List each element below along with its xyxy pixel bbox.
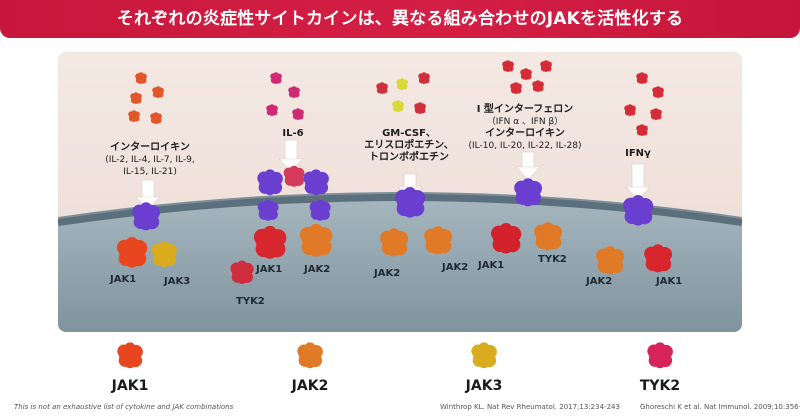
cytokine-particle — [392, 100, 404, 112]
receptor — [257, 169, 283, 196]
cytokine-label-interleukin: インターロイキン (IL-2, IL-4, IL-7, IL-9, IL-15,… — [105, 142, 195, 177]
jak1-protein — [117, 237, 148, 268]
cytokine-particle — [532, 80, 544, 92]
cell-interior — [58, 197, 742, 332]
jak-label: JAK1 — [478, 260, 505, 271]
receptor — [303, 169, 329, 196]
cytokine-particle — [266, 104, 278, 116]
jak2-protein — [380, 228, 409, 257]
cytokine-label-gmcsf: GM-CSF、 エリスロポエチン、 トロンボポエチン — [364, 128, 454, 163]
cytokine-particle — [540, 60, 552, 72]
down-arrow — [625, 163, 651, 201]
jak1-protein — [253, 225, 287, 259]
receptor — [132, 202, 161, 231]
cytokine-particle — [152, 86, 164, 98]
cytokine-particle — [502, 60, 514, 72]
cytokine-particle — [636, 72, 648, 84]
cytokine-particle — [624, 104, 636, 116]
down-arrow — [278, 139, 304, 173]
jak-label: JAK3 — [164, 276, 191, 287]
legend-jak3-icon — [471, 342, 497, 369]
jak2-protein — [299, 223, 333, 257]
receptor — [514, 178, 543, 207]
cytokine-particle — [270, 72, 282, 84]
jak2-protein — [596, 246, 625, 275]
jak1-protein — [644, 244, 673, 273]
legend-tyk2: TYK2 — [639, 378, 681, 394]
disclaimer: This is not an exhaustive list of cytoki… — [14, 403, 234, 411]
cytokine-particle — [288, 86, 300, 98]
jak-label: JAK2 — [586, 276, 613, 287]
jak-label: JAK1 — [110, 274, 137, 285]
receptor — [257, 199, 279, 221]
reference-2: Ghoreschi K et al. Nat Immunol. 2009;10:… — [640, 403, 800, 411]
receptor — [395, 187, 426, 218]
legend-jak2: JAK2 — [291, 378, 329, 394]
legend-tyk2-icon — [647, 342, 673, 369]
jak-label: JAK1 — [656, 276, 683, 287]
jak-label: JAK2 — [374, 268, 401, 279]
reference-1: Winthrop KL. Nat Rev Rheumatol. 2017;13:… — [440, 403, 620, 411]
cytokine-label-interferon: I 型インターフェロン （IFN α 、IFN β） インターロイキン (IL-… — [468, 104, 582, 151]
legend-icons — [117, 342, 673, 369]
cytokine-particle — [636, 124, 648, 136]
cytokine-particle — [128, 110, 140, 122]
cytokine-particle — [396, 78, 408, 90]
jak1-protein — [491, 223, 522, 254]
receptor — [309, 199, 331, 221]
page-title: それぞれの炎症性サイトカインは、異なる組み合わせのJAKを活性化する — [116, 9, 684, 29]
cytokine-particle — [520, 68, 532, 80]
tyk2-protein — [230, 260, 254, 284]
cytokine-particle — [150, 112, 162, 124]
cytokine-label-ifng: IFNγ — [625, 148, 651, 159]
jak-label: JAK2 — [442, 262, 469, 273]
cytokine-particle — [292, 108, 304, 120]
down-arrow — [515, 151, 541, 181]
cytokine-label-il6: IL-6 — [282, 128, 304, 139]
title-banner: それぞれの炎症性サイトカインは、異なる組み合わせのJAKを活性化する — [0, 0, 800, 38]
legend-jak1-icon — [117, 342, 143, 369]
jak-label: TYK2 — [538, 254, 567, 265]
cytokine-particle — [650, 108, 662, 120]
cytokine-particle — [418, 72, 430, 84]
tyk2-protein — [534, 222, 563, 251]
receptor — [283, 165, 305, 187]
jak2-protein — [424, 226, 453, 255]
receptor — [623, 195, 654, 226]
cell-diagram — [58, 60, 742, 332]
legend-jak2-icon — [297, 342, 323, 369]
diagram-panel: インターロイキン (IL-2, IL-4, IL-7, IL-9, IL-15,… — [58, 52, 742, 332]
cytokine-particle — [652, 86, 664, 98]
cytokine-particle — [135, 72, 147, 84]
cytokine-particle — [414, 102, 426, 114]
legend-jak1: JAK1 — [111, 378, 149, 394]
legend-jak3: JAK3 — [465, 378, 503, 394]
jak-label: JAK1 — [256, 264, 283, 275]
cytokine-particle — [130, 92, 142, 104]
jak3-protein — [151, 241, 177, 268]
cytokine-particle — [376, 82, 388, 94]
jak-label: TYK2 — [236, 296, 265, 307]
cytokine-particle — [510, 82, 522, 94]
jak-label: JAK2 — [304, 264, 331, 275]
